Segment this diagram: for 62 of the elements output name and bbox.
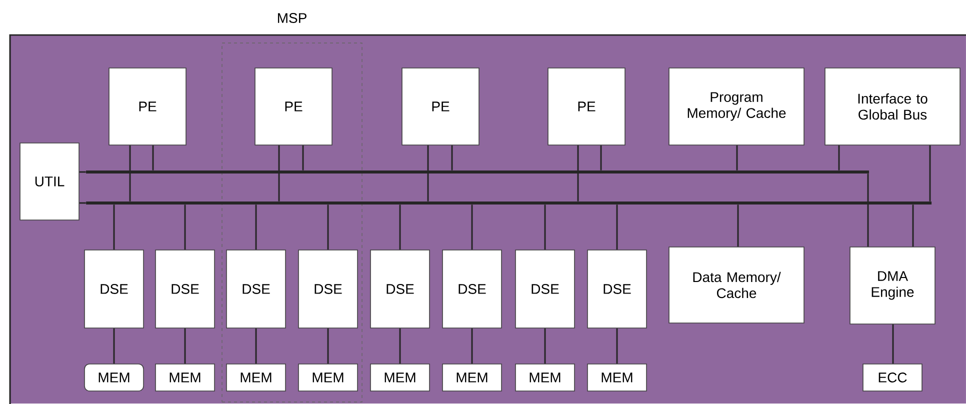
connector-line (255, 328, 257, 364)
block-box: MEM (515, 364, 575, 392)
block-box: DSE (587, 250, 647, 328)
connector-line (113, 328, 115, 364)
connector-line (427, 145, 429, 202)
connector-line (278, 145, 280, 202)
block-box: MEM (298, 364, 358, 392)
connector-line (867, 174, 869, 247)
connector-line (129, 145, 131, 202)
connector-line (255, 204, 257, 250)
block-box: MEM (587, 364, 647, 392)
block-box: Program Memory/ Cache (668, 68, 804, 146)
connector-line (184, 204, 186, 250)
connector-line (471, 328, 473, 364)
block-box: PE (108, 68, 186, 146)
block-box: DSE (442, 250, 502, 328)
block-box: DSE (155, 250, 215, 328)
bus-bar (86, 202, 932, 204)
block-box: DSE (84, 250, 144, 328)
connector-line (544, 204, 546, 250)
connector-line (912, 204, 914, 247)
block-box: DSE (226, 250, 286, 328)
block-box: DSE (370, 250, 430, 328)
block-box: MEM (226, 364, 286, 392)
connector-line (399, 328, 401, 364)
connector-line (152, 145, 154, 170)
connector-line (327, 204, 329, 250)
connector-line (838, 145, 840, 170)
bus-bar (86, 170, 869, 174)
block-box: Interface to Global Bus (824, 68, 960, 146)
connector-line (600, 145, 602, 170)
connector-line (737, 204, 739, 247)
block-box: UTIL (20, 142, 80, 220)
block-box: MEM (84, 364, 144, 392)
connector-line (736, 145, 738, 170)
connector-line (929, 145, 931, 202)
block-box: DSE (515, 250, 575, 328)
block-box: MEM (370, 364, 430, 392)
connector-line (577, 145, 579, 202)
block-box: DSE (298, 250, 358, 328)
connector-line (544, 328, 546, 364)
block-box: PE (548, 68, 626, 146)
connector-line (616, 204, 618, 250)
connector-line (616, 328, 618, 364)
block-box: PE (402, 68, 480, 146)
connector-line (892, 324, 894, 364)
block-box: PE (254, 68, 332, 146)
group-label: MSP (278, 13, 306, 23)
connector-line (302, 145, 304, 170)
block-box: Data Memory/ Cache (668, 246, 804, 324)
connector-line (471, 204, 473, 250)
connector-line (451, 145, 453, 170)
block-box: ECC (862, 364, 922, 392)
connector-line (327, 328, 329, 364)
connector-line (399, 204, 401, 250)
connector-line (113, 204, 115, 250)
block-box: MEM (155, 364, 215, 392)
connector-line (184, 328, 186, 364)
block-box: MEM (442, 364, 502, 392)
block-box: DMA Engine (850, 246, 936, 324)
connector-line (79, 171, 86, 173)
connector-line (79, 202, 86, 204)
